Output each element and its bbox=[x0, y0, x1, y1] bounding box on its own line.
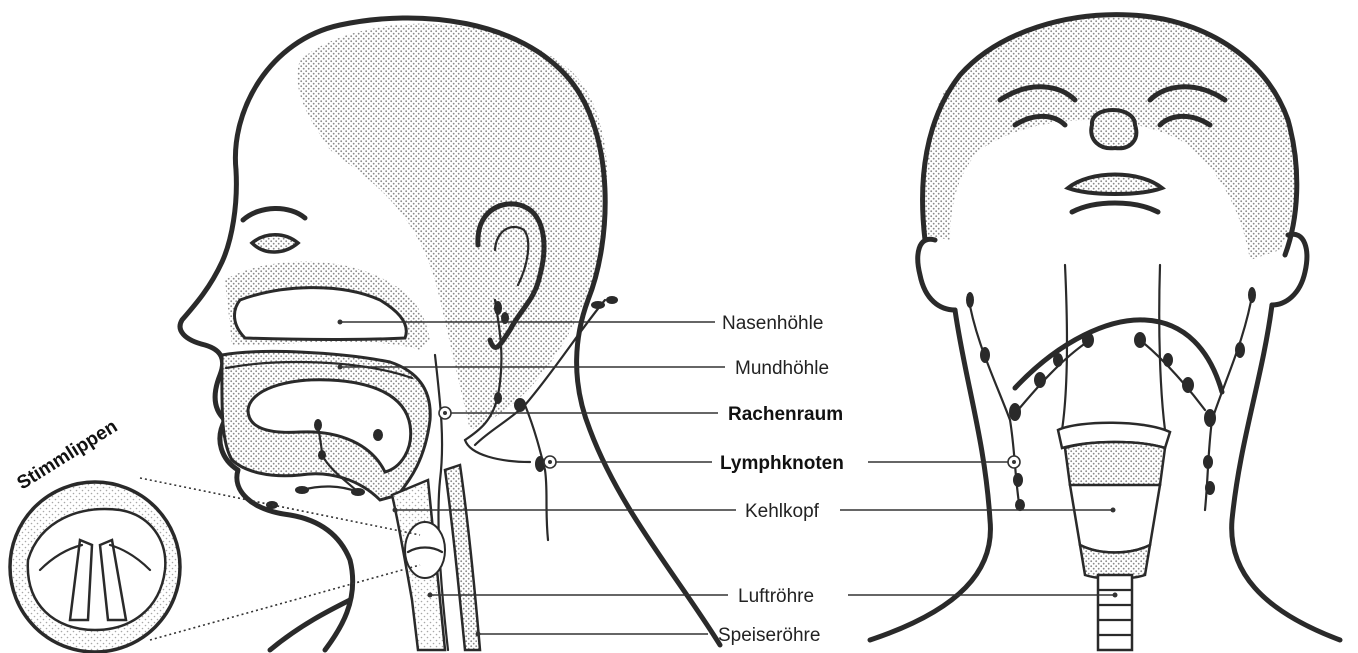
lymph-node bbox=[1203, 455, 1213, 469]
nose bbox=[1091, 110, 1136, 148]
lymphknoten-label: Lymphknoten bbox=[720, 453, 844, 474]
luftroehre-label: Luftröhre bbox=[738, 586, 814, 607]
front-left-ear bbox=[918, 239, 955, 310]
mundhoehle-label: Mundhöhle bbox=[735, 358, 829, 379]
front-trachea bbox=[1098, 575, 1132, 650]
kehlkopf-marker-right bbox=[1111, 508, 1116, 513]
esophagus bbox=[445, 465, 480, 650]
lymph-node bbox=[494, 392, 502, 404]
lymph-node bbox=[1163, 353, 1173, 367]
nasenhoehle-label: Nasenhöhle bbox=[722, 313, 823, 334]
mouth-lower bbox=[1072, 203, 1158, 212]
speiseroehre-label: Speiseröhre bbox=[718, 625, 820, 646]
front-neck-right bbox=[1232, 305, 1340, 640]
front-head-illustration bbox=[870, 14, 1340, 650]
rachenraum-label: Rachenraum bbox=[728, 404, 843, 425]
neck-front bbox=[270, 600, 350, 650]
lymph-node bbox=[1235, 342, 1245, 358]
lymph-node bbox=[1134, 332, 1146, 348]
kehlkopf-label: Kehlkopf bbox=[745, 501, 820, 522]
lymph-node bbox=[1034, 372, 1046, 388]
lymph-node bbox=[1082, 332, 1094, 348]
lymph-node bbox=[266, 501, 278, 509]
inset-pointer-bottom bbox=[150, 565, 420, 640]
lymph-node bbox=[373, 429, 383, 441]
lymph-node bbox=[606, 296, 618, 304]
lymph-node bbox=[1013, 473, 1023, 487]
lymph-node bbox=[1053, 353, 1063, 367]
lymph-node bbox=[494, 301, 502, 315]
mouth-upper bbox=[1068, 175, 1162, 195]
lymph-node bbox=[1248, 287, 1256, 303]
side-head-illustration bbox=[180, 18, 720, 650]
lymph-node bbox=[966, 292, 974, 308]
eyebrow bbox=[243, 208, 305, 220]
lymph-node bbox=[514, 398, 526, 412]
luftroehre-marker-right bbox=[1113, 593, 1118, 598]
lymphknoten-marker-left-core bbox=[548, 460, 552, 464]
lymphknoten-marker-right-core bbox=[1012, 460, 1016, 464]
rachenraum-marker-core bbox=[443, 411, 447, 415]
lymph-node bbox=[535, 456, 545, 472]
front-larynx-body bbox=[1070, 485, 1160, 553]
lymph-node bbox=[1205, 481, 1215, 495]
lymph-node bbox=[591, 301, 605, 309]
lymph-node bbox=[1182, 377, 1194, 393]
eye bbox=[252, 235, 298, 252]
lymph-node bbox=[1204, 409, 1216, 427]
lymph-node bbox=[980, 347, 990, 363]
neck-line-right bbox=[1159, 265, 1165, 430]
front-neck-left bbox=[870, 310, 990, 640]
inset-glottis-frame bbox=[28, 509, 166, 630]
lymph-node bbox=[1009, 403, 1021, 421]
